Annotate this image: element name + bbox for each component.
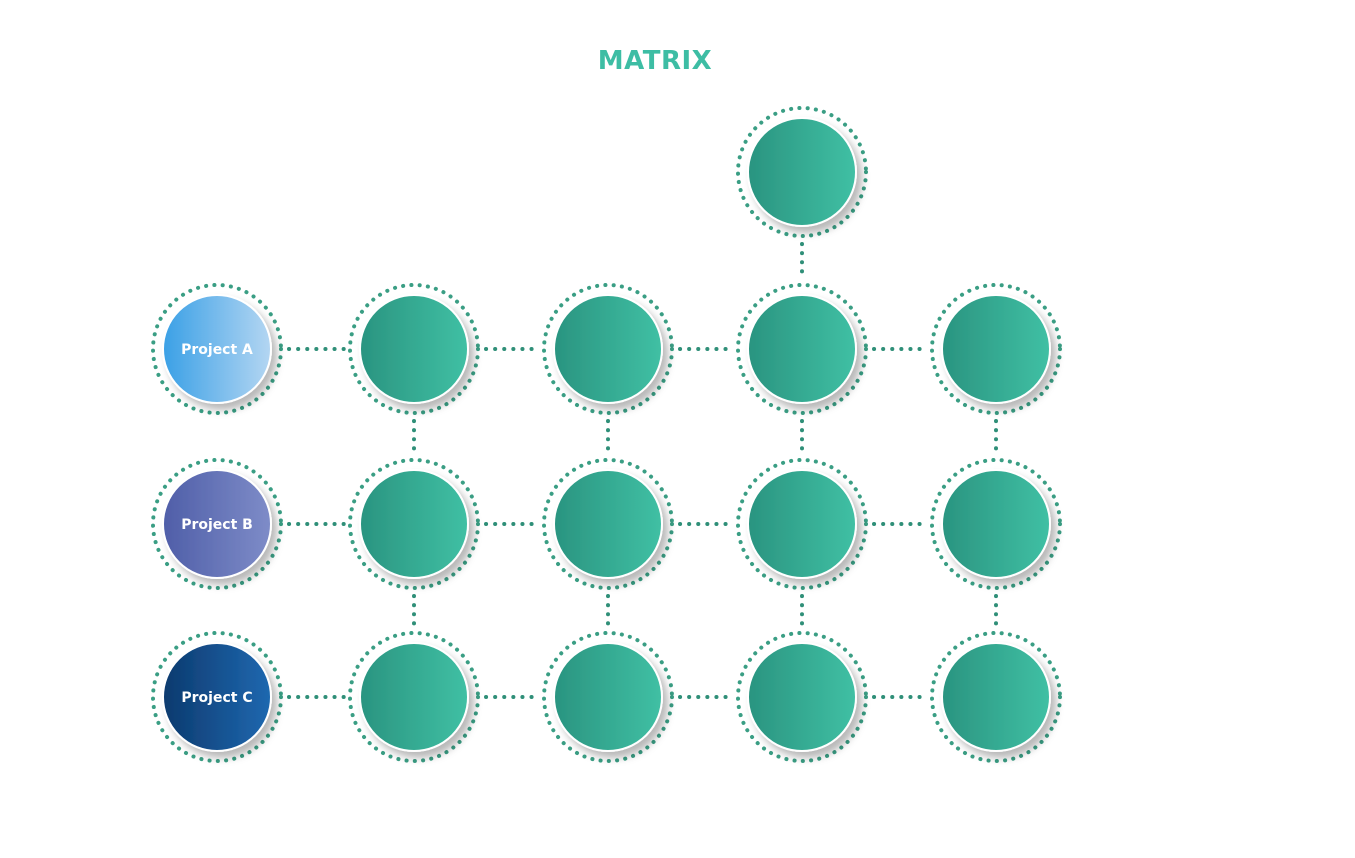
matrix-node: [348, 458, 480, 590]
node-circle: [747, 469, 857, 579]
matrix-node: [736, 631, 868, 763]
node-circle: [162, 642, 272, 752]
matrix-node: [930, 631, 1062, 763]
node-circle: [162, 469, 272, 579]
node-circle: [941, 469, 1051, 579]
node-circle: [359, 294, 469, 404]
project-label: Project B: [181, 517, 253, 533]
matrix-node: [542, 631, 674, 763]
project-b-node: Project B: [151, 458, 283, 590]
node-circle: [941, 294, 1051, 404]
project-label: Project A: [181, 342, 253, 358]
node-circle: [162, 294, 272, 404]
matrix-node: [930, 458, 1062, 590]
node-circle: [747, 117, 857, 227]
top-node: [736, 106, 868, 238]
node-circle: [359, 469, 469, 579]
diagram-title: MATRIX: [597, 46, 713, 76]
matrix-node: [348, 283, 480, 415]
node-circle: [553, 469, 663, 579]
matrix-node: [930, 283, 1062, 415]
project-label: Project C: [181, 690, 252, 706]
node-circle: [359, 642, 469, 752]
node-circle: [553, 642, 663, 752]
node-circle: [941, 642, 1051, 752]
node-circle: [747, 294, 857, 404]
project-c-node: Project C: [151, 631, 283, 763]
matrix-node: [542, 458, 674, 590]
matrix-node: [348, 631, 480, 763]
matrix-node: [736, 458, 868, 590]
project-a-node: Project A: [151, 283, 283, 415]
node-circle: [747, 642, 857, 752]
matrix-node: [542, 283, 674, 415]
matrix-node: [736, 283, 868, 415]
node-circle: [553, 294, 663, 404]
